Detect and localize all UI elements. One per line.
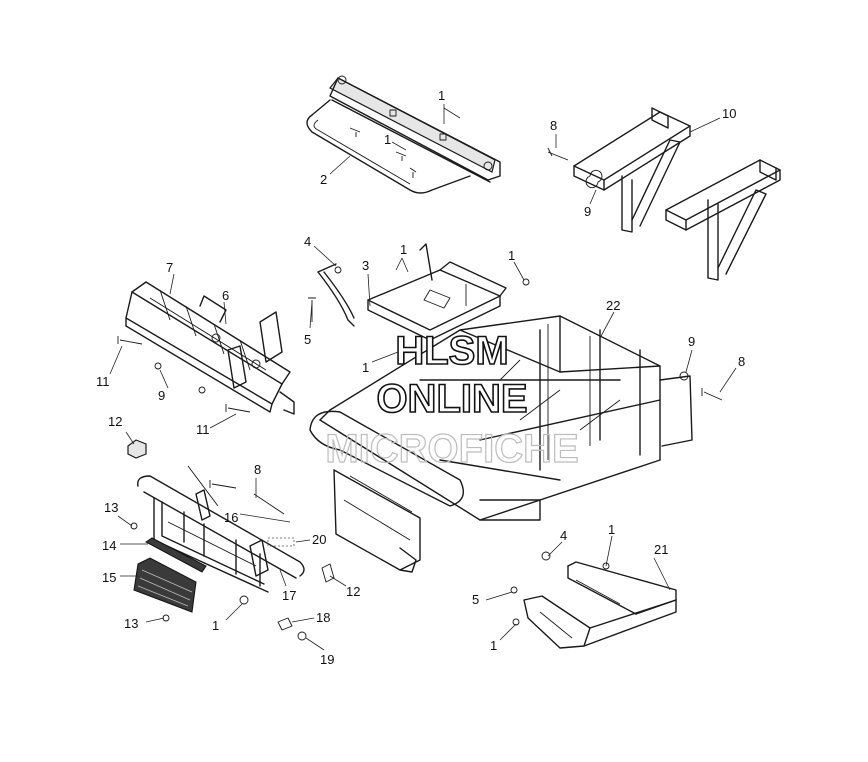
callout-12: 12	[108, 414, 122, 429]
callout-21: 21	[654, 542, 668, 557]
callout-1: 1	[608, 522, 615, 537]
callout-10: 10	[722, 106, 736, 121]
callout-1: 1	[212, 618, 219, 633]
callout-9: 9	[158, 388, 165, 403]
callout-8: 8	[254, 462, 261, 477]
callout-3: 3	[362, 258, 369, 273]
callout-9: 9	[688, 334, 695, 349]
part-3-seat-bracket	[308, 243, 507, 341]
callout-22: 22	[606, 298, 620, 313]
callout-7: 7	[166, 260, 173, 275]
callout-18: 18	[316, 610, 330, 625]
fasteners	[117, 266, 723, 641]
callout-13: 13	[124, 616, 138, 631]
callout-13: 13	[104, 500, 118, 515]
part-7-front-crossmember	[125, 281, 295, 415]
callout-15: 15	[102, 570, 116, 585]
callout-1: 1	[508, 248, 515, 263]
callout-6: 6	[222, 288, 229, 303]
callout-12: 12	[346, 584, 360, 599]
callout-20: 20	[312, 532, 326, 547]
watermark: HLSM ONLINE MICROFICHE	[325, 328, 580, 471]
callout-5: 5	[304, 332, 311, 347]
part-15-grille-panel	[133, 557, 197, 613]
part-21-rear-subframe	[523, 561, 677, 649]
callouts: 1 1 2 8 9 10 4 3 1 1 7 6 5 22 1 9 8 11 9…	[96, 88, 745, 667]
watermark-line-1: HLSM	[395, 329, 508, 373]
callout-4: 4	[304, 234, 311, 249]
leader-lines	[109, 104, 737, 651]
callout-4: 4	[560, 528, 567, 543]
callout-11: 11	[196, 422, 210, 437]
callout-17: 17	[282, 588, 296, 603]
callout-1: 1	[490, 638, 497, 653]
part-2-rear-rack	[306, 75, 501, 194]
part-10-cab-frame	[547, 107, 781, 281]
callout-11: 11	[96, 374, 110, 389]
callout-2: 2	[320, 172, 327, 187]
callout-1: 1	[400, 242, 407, 257]
callout-16: 16	[224, 510, 238, 525]
callout-1: 1	[362, 360, 369, 375]
callout-8: 8	[550, 118, 557, 133]
callout-1: 1	[384, 132, 391, 147]
callout-9: 9	[584, 204, 591, 219]
callout-8: 8	[738, 354, 745, 369]
callout-14: 14	[102, 538, 116, 553]
callout-19: 19	[320, 652, 334, 667]
part-14-grille-strip	[145, 537, 207, 573]
part-22-main-frame	[309, 315, 693, 573]
watermark-line-3: MICROFICHE	[325, 427, 578, 471]
callout-1: 1	[438, 88, 445, 103]
watermark-line-2: ONLINE	[376, 377, 527, 421]
callout-5: 5	[472, 592, 479, 607]
